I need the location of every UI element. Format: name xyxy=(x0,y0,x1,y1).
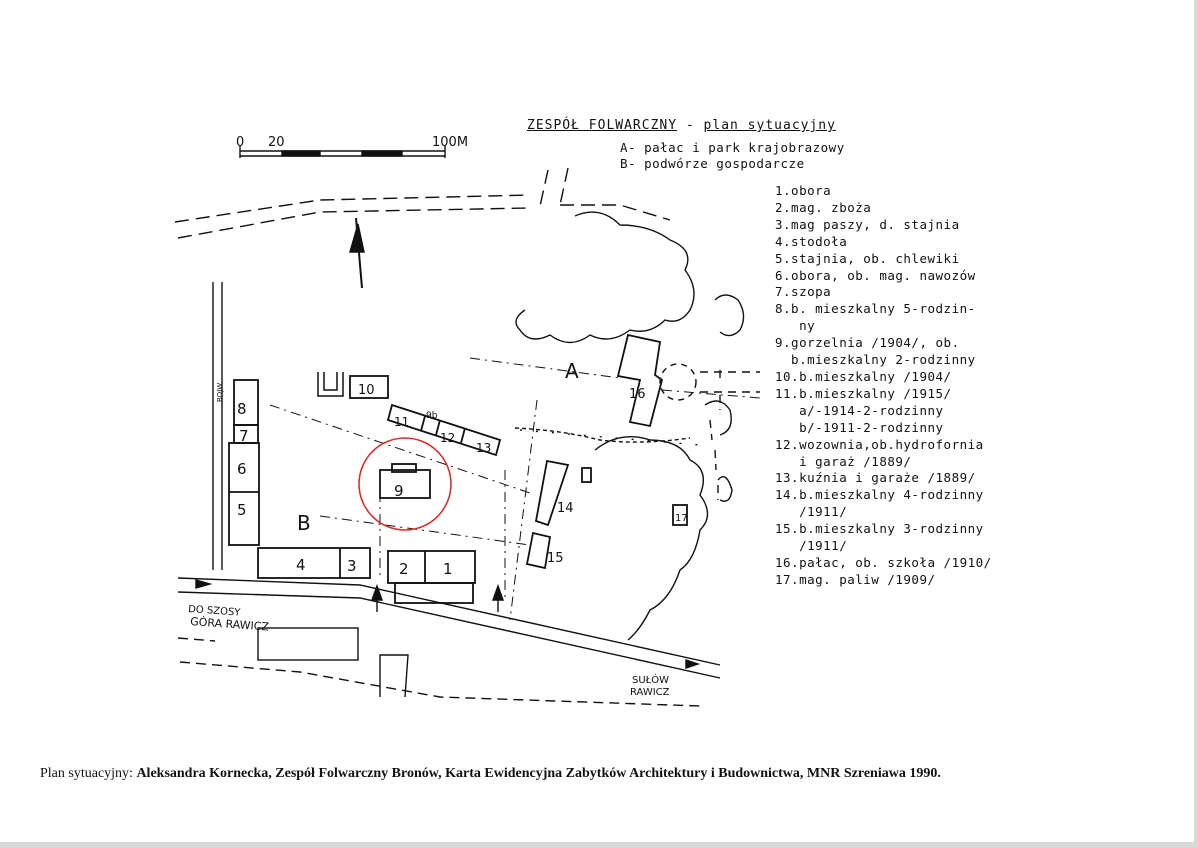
building-label-15: 15 xyxy=(547,551,564,566)
scale-label-20: 20 xyxy=(268,135,285,150)
building-label-3: 3 xyxy=(347,557,357,575)
building-label-10: 10 xyxy=(358,383,375,398)
building-14 xyxy=(534,459,570,527)
building-17 xyxy=(672,504,688,526)
legend-item: 17.mag. paliw /1909/ xyxy=(775,571,936,587)
building-label-11: 11 xyxy=(394,415,409,429)
legend-item: 12.wozownia,ob.hydrofornia xyxy=(775,436,984,452)
caption-text: Aleksandra Kornecka, Zespół Folwarczny B… xyxy=(136,766,941,781)
building-label-1: 1 xyxy=(443,560,453,578)
park-outline xyxy=(514,211,760,641)
legend-item: 11.b.mieszkalny /1915/ xyxy=(775,385,952,401)
building-label-4: 4 xyxy=(296,556,306,574)
building-6-5 xyxy=(228,442,260,546)
legend-item: 4.stodoła xyxy=(775,233,848,249)
building-10 xyxy=(349,375,389,399)
road-label-sulow-1: SUŁÓW xyxy=(632,673,669,686)
legend-item: ny xyxy=(775,318,816,334)
zone-b-description: B- podwórze gospodarcze xyxy=(620,156,805,171)
legend-item: 15.b.mieszkalny 3-rodzinny xyxy=(775,521,984,537)
building-label-12: 12 xyxy=(440,431,455,445)
scale-label-0: 0 xyxy=(236,135,244,150)
map-title-sub: plan sytuacyjny xyxy=(703,118,836,133)
building-label-9b: 9b xyxy=(426,411,438,421)
buildings xyxy=(228,333,688,698)
building-label-9: 9 xyxy=(394,482,404,500)
road-label-to-road-2: GÓRA RAWICZ xyxy=(190,615,270,634)
legend-item: 6.obora, ob. mag. nawozów xyxy=(775,267,976,283)
legend-item: b/-1911-2-rodzinny xyxy=(775,419,944,435)
road-label-sulow-2: RAWICZ xyxy=(630,687,670,698)
caption-prefix: Plan sytuacyjny: xyxy=(40,766,137,781)
building-legend: 1.obora 2.mag. zboża 3.mag paszy, d. sta… xyxy=(775,183,1025,589)
building-label-17: 17 xyxy=(675,513,688,524)
building-label-16: 16 xyxy=(629,387,646,402)
map-labels: 0 20 100M A B 8 7 6 5 4 3 2 1 10 11 9b 1… xyxy=(188,135,688,698)
legend-item: 8.b. mieszkalny 5-rodzin- xyxy=(775,301,976,317)
legend-item: 10.b.mieszkalny /1904/ xyxy=(775,368,952,384)
north-arrow-icon xyxy=(349,217,365,289)
zone-boundaries xyxy=(269,357,761,621)
map-title-main: ZESPÓŁ FOLWARCZNY xyxy=(527,118,678,133)
legend-item: 1.obora xyxy=(775,183,832,198)
legend-item: 5.stajnia, ob. chlewiki xyxy=(775,250,960,266)
legend-item: /1911/ xyxy=(775,504,848,520)
building-label-8: 8 xyxy=(237,400,247,418)
legend-item: /1911/ xyxy=(775,538,848,554)
legend-item: 14.b.mieszkalny 4-rodzinny xyxy=(775,487,984,503)
legend-item: 16.pałac, ob. szkoła /1910/ xyxy=(775,554,992,570)
building-label-6: 6 xyxy=(237,460,247,478)
highlight-circle xyxy=(358,437,452,531)
main-road xyxy=(177,577,721,707)
building-4-3 xyxy=(257,547,371,579)
source-caption: Plan sytuacyjny: Aleksandra Kornecka, Ze… xyxy=(40,766,1160,782)
building-label-5: 5 xyxy=(237,501,247,519)
building-label-14: 14 xyxy=(557,501,574,516)
building-label-2: 2 xyxy=(399,560,409,578)
west-lane xyxy=(212,282,223,570)
zone-b-label: B xyxy=(297,511,311,535)
legend-item: 9.gorzelnia /1904/, ob. xyxy=(775,335,960,351)
road-label-to-road-1: DO SZOSY xyxy=(188,604,242,619)
building-16 xyxy=(616,333,664,428)
legend-item: 3.mag paszy, d. stajnia xyxy=(775,216,960,232)
northern-road xyxy=(174,167,671,239)
zone-a-description: A- pałac i park krajobrazowy xyxy=(620,140,845,155)
map-title: ZESPÓŁ FOLWARCZNY - plan sytuacyjny xyxy=(527,118,836,133)
legend-item: 13.kuźnia i garaże /1889/ xyxy=(775,470,976,486)
outer-building-1 xyxy=(257,627,359,661)
zone-a-label: A xyxy=(565,359,579,383)
road-label-side: BOJW xyxy=(216,383,224,402)
building-15 xyxy=(525,531,552,570)
building-label-7: 7 xyxy=(239,427,249,445)
legend-item: i garaż /1889/ xyxy=(775,453,912,469)
map-title-dash: - xyxy=(677,118,704,133)
legend-item: a/-1914-2-rodzinny xyxy=(775,402,944,418)
legend-item: b.mieszkalny 2-rodzinny xyxy=(775,352,976,368)
building-label-13: 13 xyxy=(476,441,491,455)
legend-item: 7.szopa xyxy=(775,284,832,300)
legend-item: 2.mag. zboża xyxy=(775,199,872,215)
scale-label-100: 100M xyxy=(432,135,468,150)
building-9 xyxy=(379,469,431,499)
scale-bar xyxy=(239,146,446,158)
entrance-arrows xyxy=(195,579,701,669)
